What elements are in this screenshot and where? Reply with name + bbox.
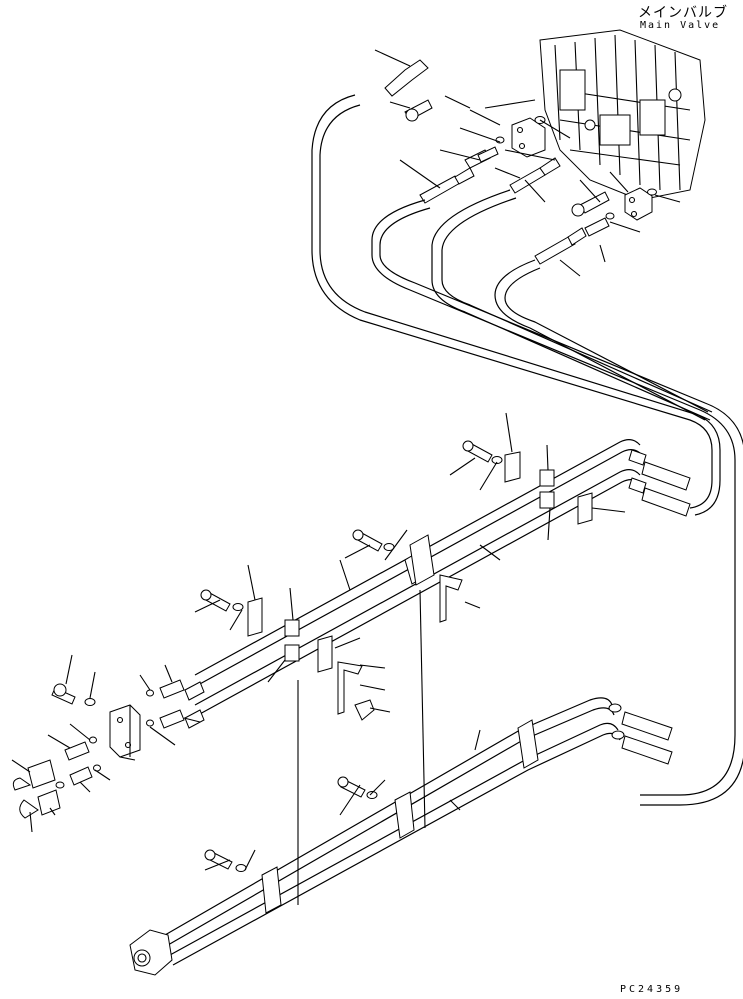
upper-adapter-2: [584, 212, 615, 237]
middle-brackets: [247, 451, 593, 721]
lower-tube-end-fittings: [608, 703, 673, 765]
middle-tube-clamps: [284, 469, 555, 662]
long-hose-2: [371, 199, 743, 806]
drawing-code: PC24359: [620, 984, 684, 995]
upper-hose-fitting-4: [534, 227, 587, 265]
middle-tube-end-fittings: [184, 449, 691, 729]
upper-hose-fitting-3: [509, 157, 561, 194]
lower-bolts-washers: [204, 776, 378, 872]
upper-hose-fitting-2: [419, 167, 475, 204]
upper-flange-2: [624, 187, 657, 221]
long-hose-4: [494, 259, 709, 421]
upper-bolt-2: [571, 191, 610, 217]
lower-elbow-end: [129, 929, 173, 976]
lower-leader-lines: [204, 589, 481, 905]
main-valve-label-jp: メインバルブ: [638, 5, 728, 21]
left-fittings: [12, 679, 185, 819]
main-valve: [539, 29, 706, 201]
middle-bolts-washers: [200, 440, 503, 612]
long-hose-3: [431, 189, 713, 421]
middle-tube-lower: [194, 469, 643, 716]
upper-bolt-1: [389, 99, 433, 122]
upper-leader-lines: [399, 95, 681, 277]
upper-hose-fitting-1: [374, 49, 429, 97]
lower-tube: [164, 697, 621, 966]
left-leader-lines: [11, 654, 201, 833]
lower-tube-clamps: [261, 719, 539, 914]
upper-flange-1: [511, 117, 546, 158]
main-valve-label-en: Main Valve: [640, 20, 721, 31]
middle-leader-lines: [194, 412, 626, 713]
left-manifold-block: [109, 704, 141, 758]
long-hose-1: [311, 94, 721, 516]
